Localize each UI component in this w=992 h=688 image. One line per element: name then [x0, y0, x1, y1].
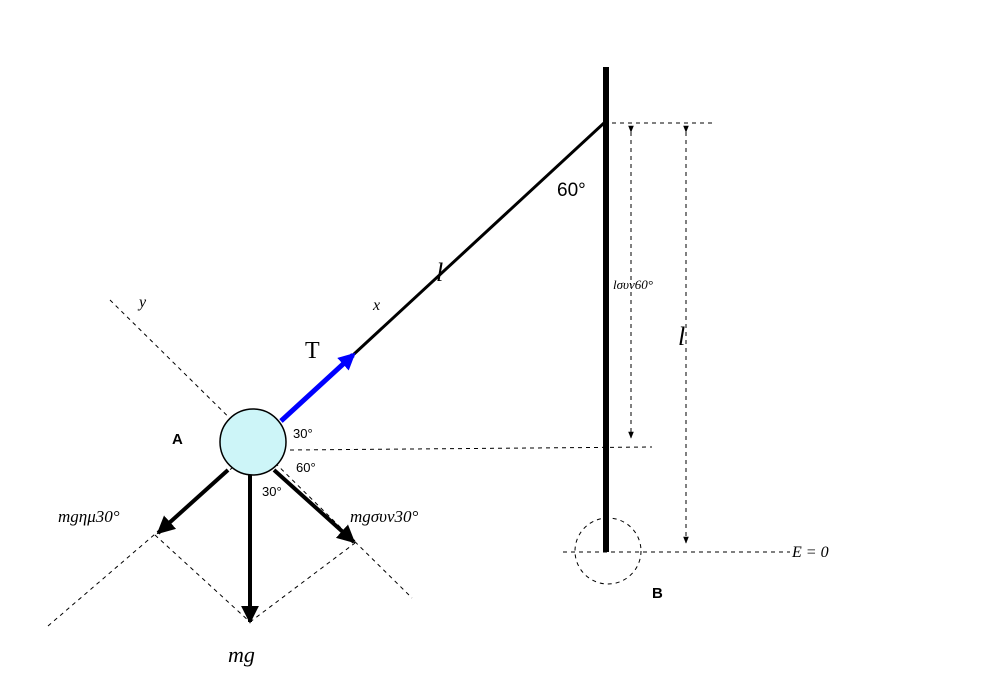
- label-y-axis: y: [137, 294, 147, 311]
- label-angle-lower: 30°: [262, 484, 282, 499]
- label-angle-top: 60°: [557, 180, 586, 201]
- label-string-length: l: [436, 258, 443, 287]
- label-tension: T: [305, 338, 320, 364]
- label-vertical-component: lσυν60°: [613, 277, 653, 292]
- label-energy-reference: E = 0: [791, 544, 829, 561]
- label-a: A: [172, 431, 183, 448]
- y-axis-dashed: [109, 299, 413, 599]
- bob-b-dashed: [574, 517, 642, 585]
- label-force-cos-component: mgσυν30°: [350, 507, 419, 526]
- label-x-axis: x: [372, 297, 380, 314]
- label-force-sin-component: mgημ30°: [58, 507, 120, 526]
- bob-a: [219, 408, 287, 476]
- component-dashed-1: [154, 534, 251, 623]
- label-angle-lower-right: 60°: [296, 460, 316, 475]
- label-b: B: [652, 585, 663, 602]
- label-pole-length: l: [678, 322, 685, 351]
- component-dashed-2: [249, 542, 356, 623]
- force-sin-arrow: [156, 468, 230, 535]
- label-force-weight: mg: [228, 642, 255, 667]
- label-angle-upper-right: 30°: [293, 426, 313, 441]
- force-cos-arrow: [272, 468, 356, 544]
- string-line: [351, 121, 606, 357]
- bob-level-dashed: [289, 446, 653, 451]
- tension-arrow: [279, 352, 356, 423]
